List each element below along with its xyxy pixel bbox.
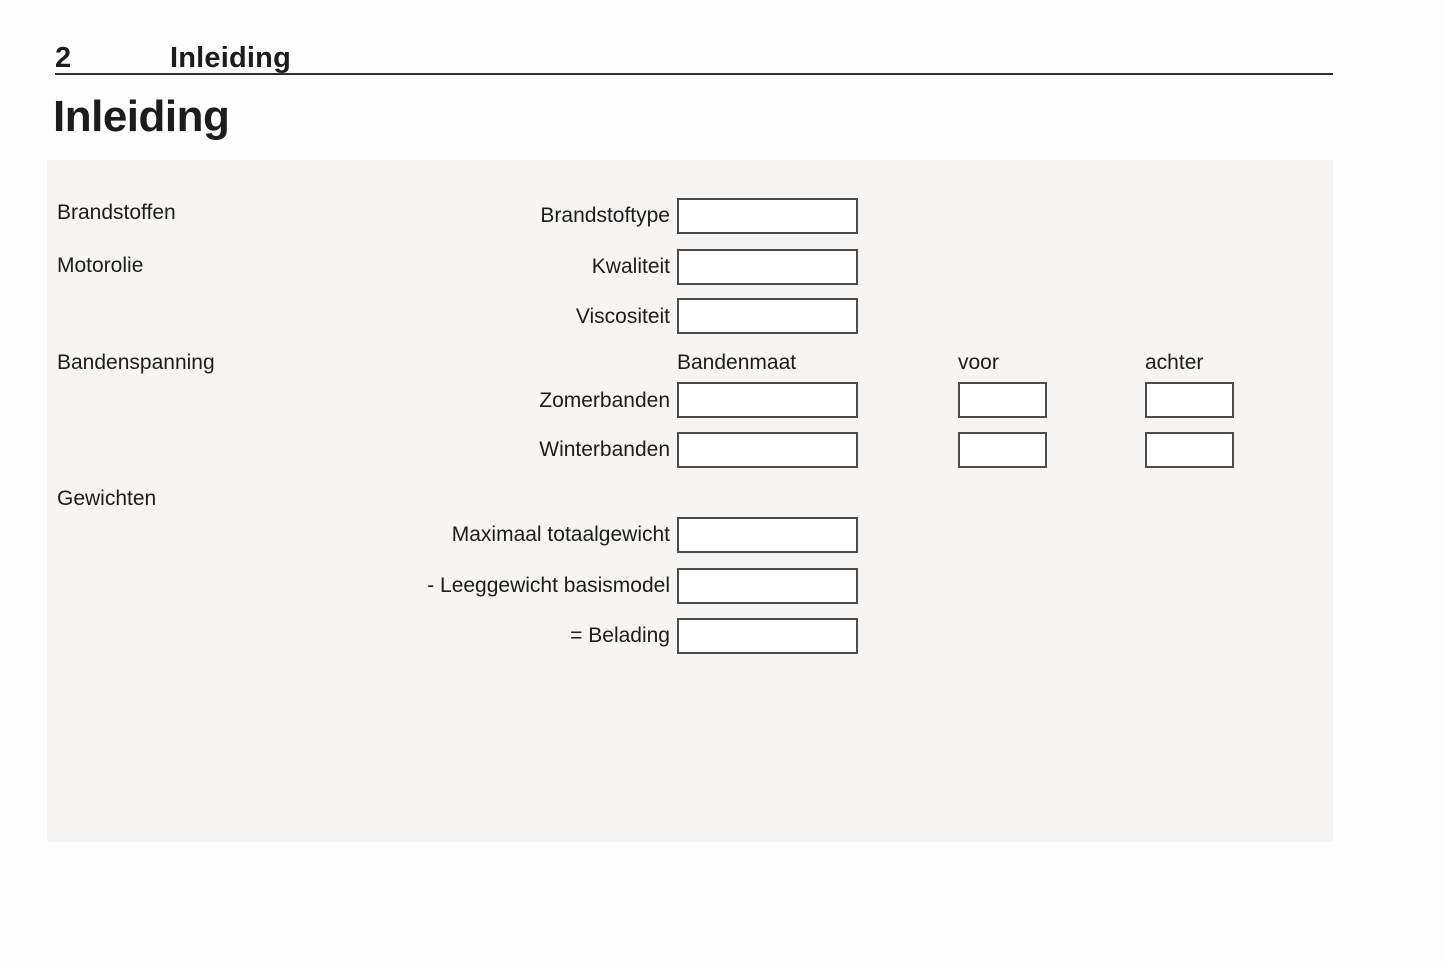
input-zomerbanden-voor[interactable] (958, 382, 1047, 418)
input-leeggewicht-basismodel[interactable] (677, 568, 858, 604)
section-label-gewichten: Gewichten (57, 487, 157, 510)
column-header-bandenmaat: Bandenmaat (677, 351, 797, 374)
input-winterbanden-achter[interactable] (1145, 432, 1234, 468)
section-label-brandstoffen: Brandstoffen (57, 201, 176, 224)
input-winterbanden-bandenmaat[interactable] (677, 432, 858, 468)
input-belading[interactable] (677, 618, 858, 654)
input-brandstoftype[interactable] (677, 198, 858, 234)
input-zomerbanden-bandenmaat[interactable] (677, 382, 858, 418)
input-winterbanden-voor[interactable] (958, 432, 1047, 468)
section-label-bandenspanning: Bandenspanning (57, 351, 215, 374)
form-panel: Brandstoffen Brandstoftype Motorolie Kwa… (47, 160, 1333, 842)
field-label-maximaal-totaalgewicht: Maximaal totaalgewicht (451, 523, 670, 546)
running-header: 2 Inleiding (55, 42, 1333, 75)
input-viscositeit[interactable] (677, 298, 858, 334)
field-label-viscositeit: Viscositeit (575, 305, 670, 328)
column-header-achter: achter (1145, 351, 1204, 374)
field-label-belading: = Belading (570, 624, 670, 647)
page-title: Inleiding (53, 92, 230, 141)
input-zomerbanden-achter[interactable] (1145, 382, 1234, 418)
field-label-kwaliteit: Kwaliteit (591, 255, 670, 278)
header-divider (55, 73, 1333, 75)
column-header-voor: voor (958, 351, 999, 374)
field-label-winterbanden: Winterbanden (539, 438, 670, 461)
page-number: 2 (55, 42, 72, 74)
input-kwaliteit[interactable] (677, 249, 858, 285)
field-label-brandstoftype: Brandstoftype (540, 204, 670, 227)
input-maximaal-totaalgewicht[interactable] (677, 517, 858, 553)
field-label-zomerbanden: Zomerbanden (539, 389, 670, 412)
header-chapter-title: Inleiding (170, 42, 292, 74)
field-label-leeggewicht-basismodel: - Leeggewicht basismodel (427, 574, 670, 597)
section-label-motorolie: Motorolie (57, 254, 144, 277)
